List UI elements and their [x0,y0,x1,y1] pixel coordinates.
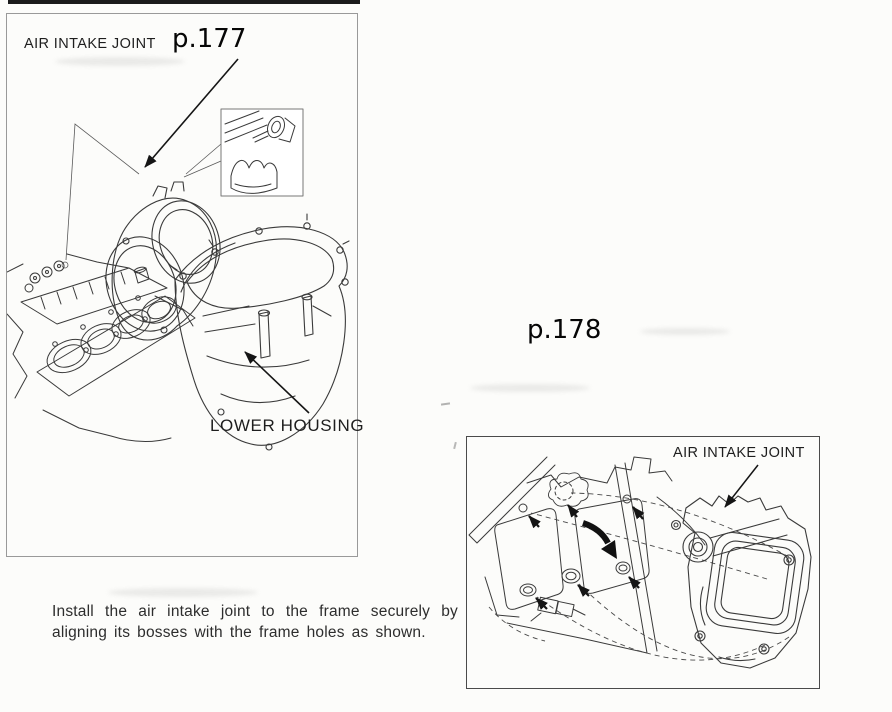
scan-smudge [470,384,590,392]
boss-alignment-arrows [528,504,645,611]
scan-smudge [640,328,730,335]
figure-p177-drawing [7,58,350,451]
frame-drawing [468,456,706,654]
arrow-air-intake-joint [724,464,759,508]
arrow-air-intake-joint [144,58,239,168]
engine-drawing [7,253,196,442]
projection-lines [61,123,222,269]
lower-housing-drawing [170,213,350,451]
figure-p178: AIR INTAKE JOINT [466,436,820,689]
instruction-caption: Install the air intake joint to the fram… [52,601,458,643]
page-ref-178: p.178 [527,315,602,345]
insert-motion-arrow [581,520,617,559]
air-intake-joint-label: AIR INTAKE JOINT [24,36,156,52]
alignment-dashed-lines [488,492,790,661]
scan-smudge [55,57,185,66]
page-ref-177: p.177 [172,24,247,54]
air-intake-joint-drawing [105,181,221,341]
air-intake-joint-label: AIR INTAKE JOINT [673,445,805,461]
figure-p177: AIR INTAKE JOINT p.177 LOWER HOUSING [6,13,364,557]
caption-line-1: Install the air intake joint to the fram… [52,603,458,620]
previous-figure-border-edge [8,0,360,4]
scan-artifact-tick [453,441,457,450]
air-intake-joint-part-drawing [670,495,812,669]
figure-p178-drawing [468,456,812,669]
lower-housing-label: LOWER HOUSING [210,416,365,435]
inset-detail-box [220,108,304,197]
scan-artifact-dash [440,402,451,406]
scan-smudge [108,588,258,597]
caption-line-2: aligning its bosses with the frame holes… [52,624,426,641]
arrow-lower-housing [244,351,310,414]
